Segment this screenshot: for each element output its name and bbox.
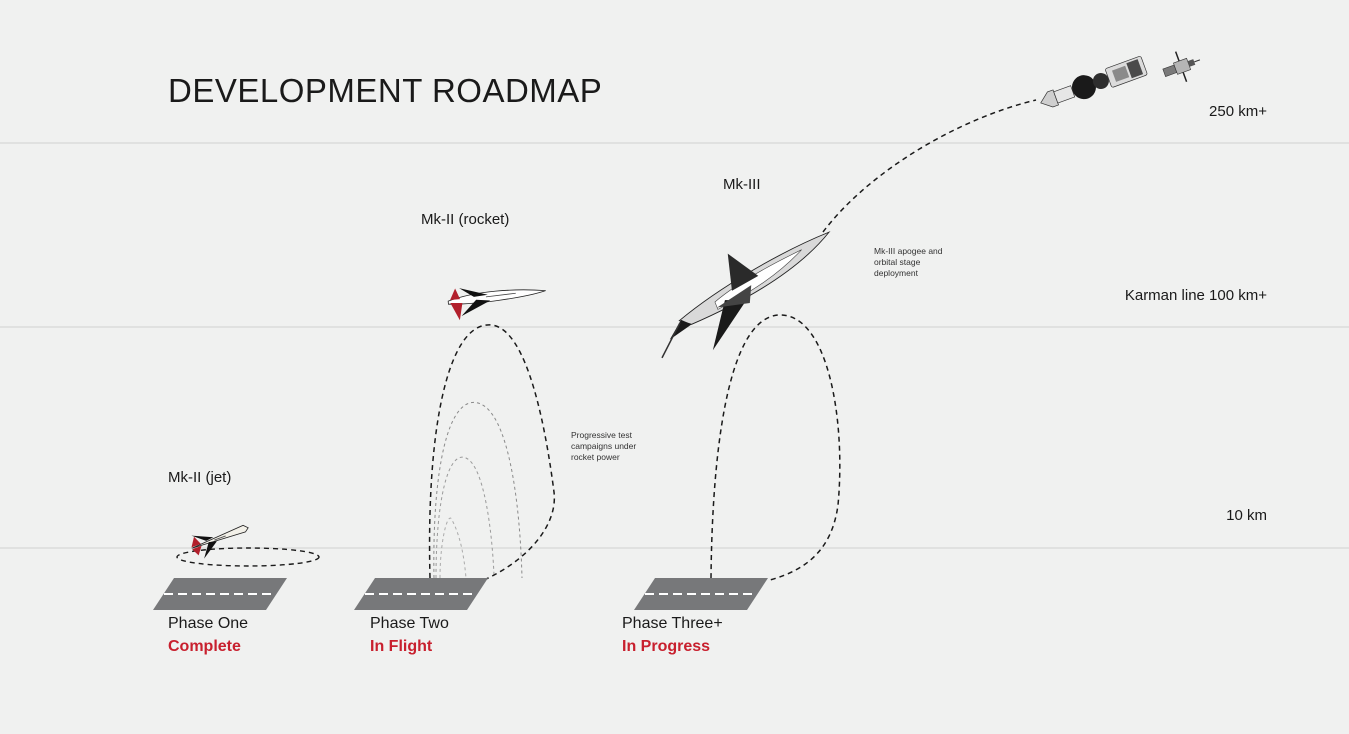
mk3-flight-path — [710, 314, 841, 581]
runway-phase-one — [153, 578, 287, 610]
mk2-jet-aircraft-icon — [191, 524, 249, 559]
test-arc-medium — [435, 456, 495, 579]
note-mk3-apogee: Mk-III apogee and orbital stage deployme… — [874, 246, 943, 278]
runway-phase-three — [634, 578, 768, 610]
runway-phase-two — [354, 578, 488, 610]
phase-three-name: Phase Three+ — [622, 615, 723, 632]
rocket-flight-path — [428, 324, 556, 581]
label-mk2-rocket: Mk-II (rocket) — [421, 211, 510, 228]
mk2-rocket-aircraft-icon — [447, 288, 546, 321]
label-mk2-jet: Mk-II (jet) — [168, 469, 232, 486]
satellite-icon — [1162, 51, 1201, 82]
phase-two-status: In Flight — [370, 638, 433, 655]
phase-one-status: Complete — [168, 638, 241, 655]
label-mk3: Mk-III — [723, 176, 761, 193]
page-title: DEVELOPMENT ROADMAP — [168, 72, 603, 109]
phase-three-status: In Progress — [622, 638, 711, 655]
note-progressive-tests: Progressive test campaigns under rocket … — [571, 430, 637, 462]
orbital-stage-icon — [1040, 56, 1148, 108]
orbital-trajectory-path — [822, 99, 1037, 233]
test-arc-large — [433, 401, 523, 579]
mk3-spaceplane-icon — [661, 231, 831, 359]
jet-circuit-path — [176, 547, 320, 567]
altitude-label-10km: 10 km — [1226, 507, 1267, 524]
altitude-label-karman: Karman line 100 km+ — [1124, 287, 1267, 304]
altitude-label-250km: 250 km+ — [1209, 103, 1267, 120]
test-arc-small — [439, 517, 467, 579]
phase-two-name: Phase Two — [370, 615, 449, 632]
phase-one-name: Phase One — [168, 615, 249, 632]
